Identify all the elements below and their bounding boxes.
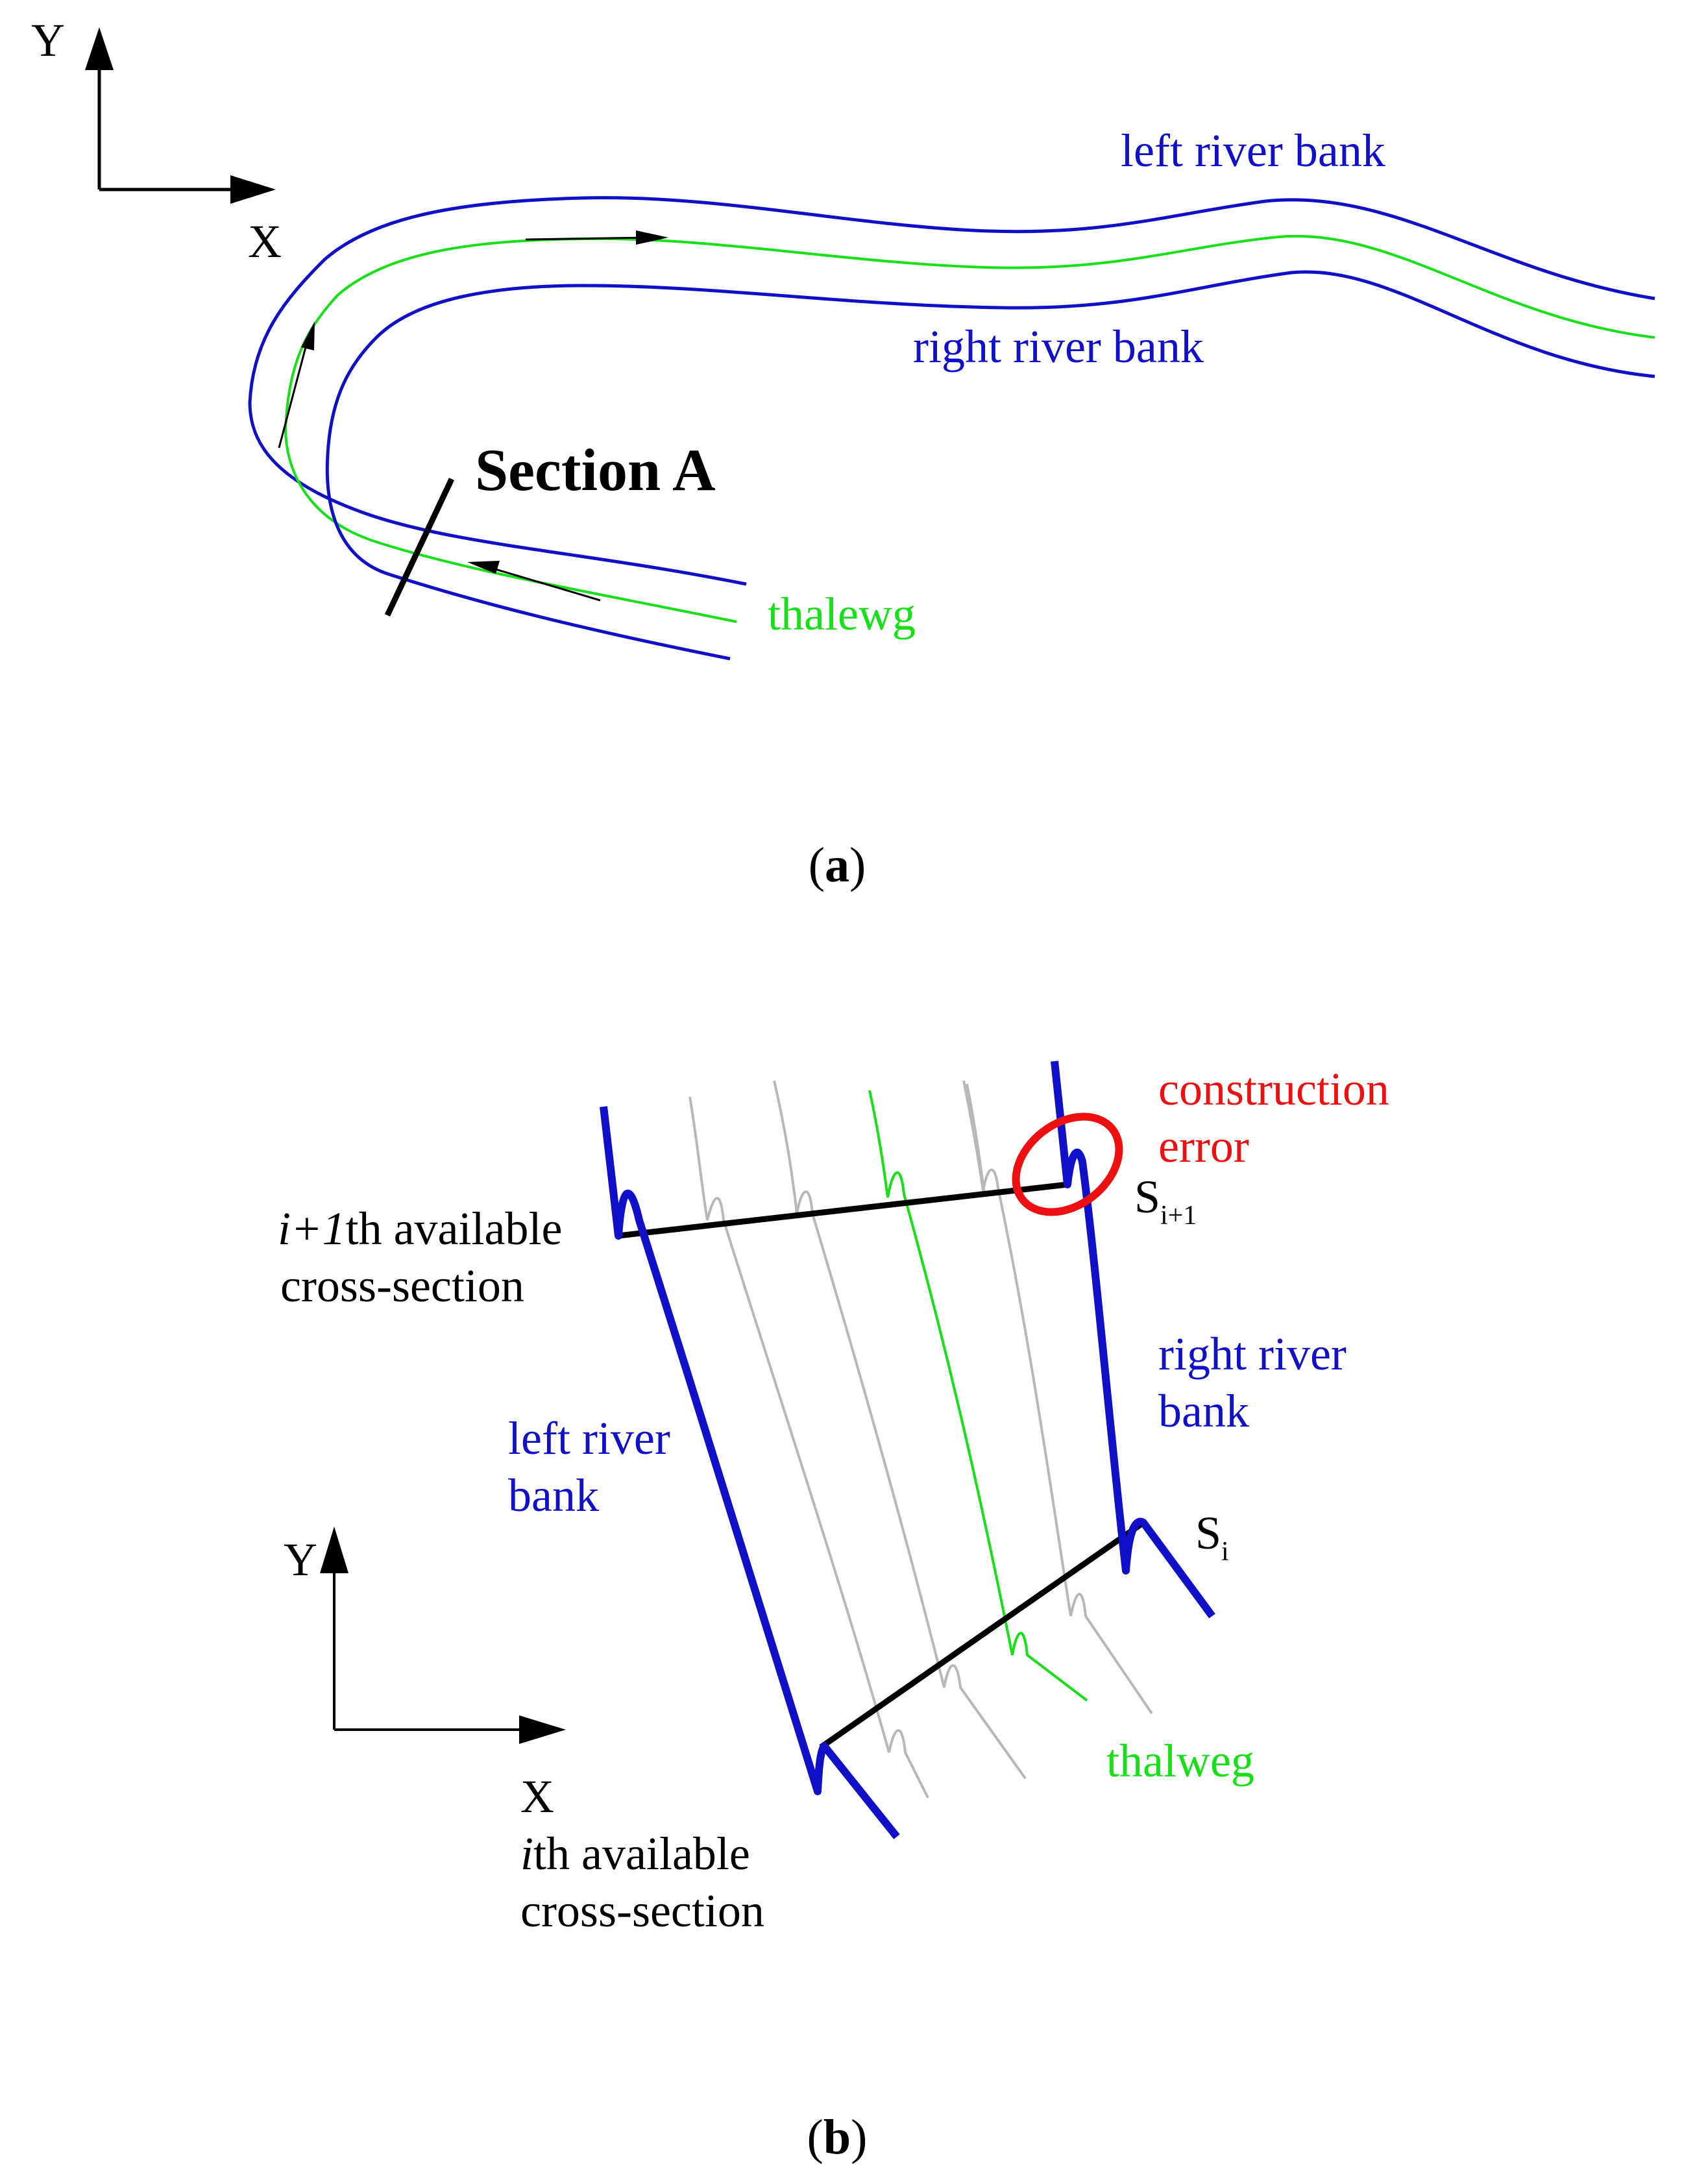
construction-error-label-line1: construction — [1158, 1063, 1389, 1115]
interp-line — [773, 1080, 1027, 1780]
panel-b-x-arrowhead — [519, 1715, 566, 1744]
panel-a: Y X left river bank right river bank Sec… — [31, 14, 1655, 892]
flow-arrow-bottom — [493, 567, 601, 602]
panel-a-y-label: Y — [31, 14, 65, 66]
panel-b-caption: (b) — [807, 2110, 868, 2165]
upper-cross-section-label-line1: i+1th available — [278, 1203, 562, 1255]
construction-error-circle — [1012, 1112, 1123, 1216]
flow-arrow-left — [278, 337, 310, 448]
panel-a-right-river-bank — [325, 270, 1655, 661]
panel-b-section-i — [819, 1520, 1145, 1750]
panel-b-x-label: X — [520, 1771, 554, 1822]
panel-b-axes: Y X — [284, 1527, 566, 1822]
panel-a-flow-arrows — [278, 230, 668, 602]
panel-a-left-river-bank — [248, 196, 1655, 586]
panel-b-interpolated-lines — [689, 1080, 1153, 1798]
panel-a-axes: Y X — [31, 14, 282, 267]
panel-a-left-bank-label: left river bank — [1121, 125, 1385, 177]
interp-line — [966, 1083, 986, 1195]
panel-b-y-label: Y — [284, 1534, 317, 1586]
panel-a-x-arrowhead — [230, 175, 276, 204]
panel-a-y-arrowhead — [85, 27, 114, 70]
panel-b-right-bank-label-line1: right river — [1158, 1328, 1347, 1380]
panel-b-right-river-bank — [1051, 1061, 1215, 1619]
flow-arrow-left-head — [301, 321, 315, 350]
panel-b-y-arrowhead — [320, 1527, 348, 1573]
lower-cross-section-label-line2: cross-section — [520, 1885, 764, 1937]
s-i-label: Si — [1195, 1507, 1229, 1567]
panel-a-x-label: X — [248, 215, 282, 267]
interp-line — [689, 1096, 929, 1798]
panel-b-thalweg-label: thalweg — [1106, 1735, 1254, 1787]
interp-line — [962, 1080, 1153, 1715]
panel-b-left-river-bank — [600, 1106, 900, 1839]
upper-cross-section-label-line2: cross-section — [280, 1260, 524, 1312]
panel-b: Y X construction error Si+1 Si i+1th ava… — [278, 1061, 1389, 2165]
panel-a-thalweg-label: thalewg — [768, 588, 916, 640]
lower-cross-section-label-line1: ith available — [520, 1828, 750, 1880]
panel-a-section-line — [384, 478, 455, 617]
flow-arrow-bottom-head — [467, 561, 500, 574]
panel-b-thalweg — [868, 1090, 1088, 1702]
panel-b-left-bank-label-line1: left river — [508, 1412, 670, 1464]
panel-b-section-i-plus-1 — [618, 1181, 1068, 1239]
flow-arrow-top — [525, 236, 650, 241]
construction-error-label-line2: error — [1158, 1120, 1249, 1172]
s-i-plus-1-label: Si+1 — [1134, 1171, 1197, 1231]
flow-arrow-top-head — [636, 230, 668, 245]
panel-a-section-label: Section A — [475, 437, 716, 503]
panel-b-right-bank-label-line2: bank — [1158, 1385, 1249, 1437]
panel-b-left-bank-label-line2: bank — [508, 1469, 599, 1521]
panel-a-right-bank-label: right river bank — [913, 321, 1204, 373]
panel-a-caption: (a) — [809, 838, 866, 892]
